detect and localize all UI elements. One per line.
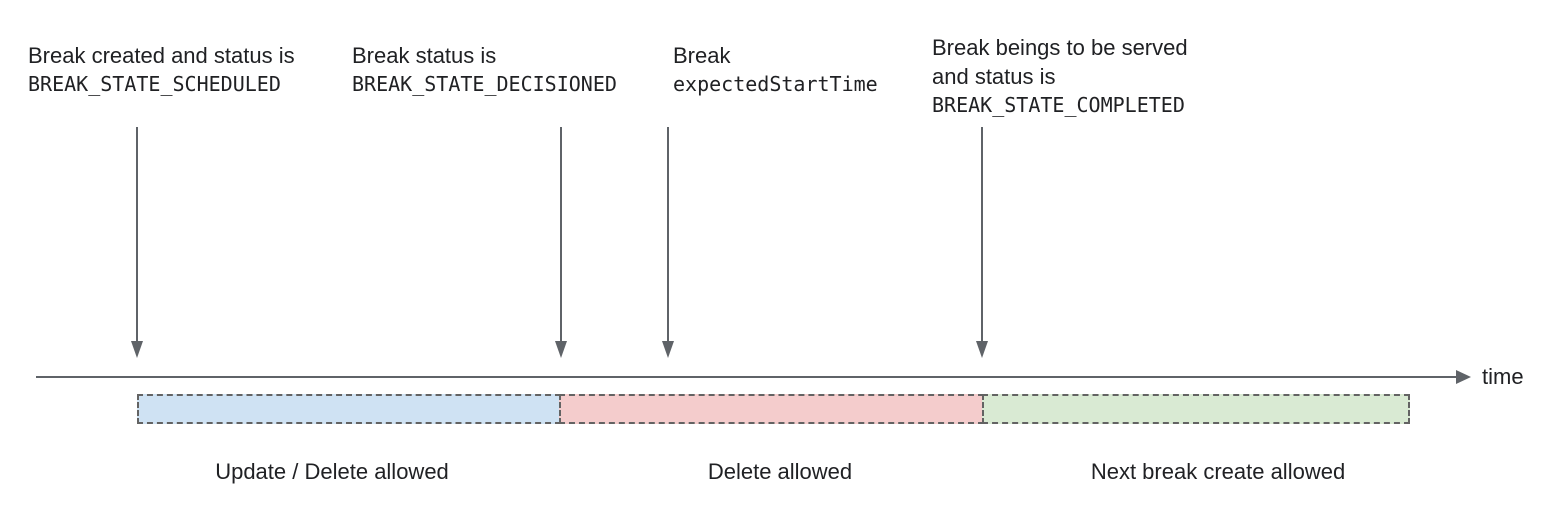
- time-axis-line: [36, 376, 1457, 378]
- segment-update-delete-allowed: [137, 394, 561, 424]
- annotation-break-decisioned: Break status is BREAK_STATE_DECISIONED: [352, 41, 617, 99]
- annotation-expected-start-time: Break expectedStartTime: [673, 41, 878, 99]
- down-arrow-icon: [131, 127, 143, 358]
- arrow-stem: [667, 127, 669, 343]
- annotation-text: Break created and status is: [28, 43, 295, 68]
- annotation-code-text: BREAK_STATE_DECISIONED: [352, 72, 617, 96]
- arrowhead: [976, 341, 988, 358]
- arrowhead: [555, 341, 567, 358]
- annotation-text: Break status is: [352, 43, 497, 68]
- segment-delete-allowed: [559, 394, 984, 424]
- arrow-stem: [136, 127, 138, 343]
- arrow-stem: [981, 127, 983, 343]
- annotation-code-text: BREAK_STATE_SCHEDULED: [28, 72, 281, 96]
- time-axis-label: time: [1482, 364, 1524, 389]
- annotation-code-text: expectedStartTime: [673, 72, 878, 96]
- down-arrow-icon: [662, 127, 674, 358]
- down-arrow-icon: [555, 127, 567, 358]
- right-arrow-icon: [1456, 370, 1471, 384]
- annotation-break-scheduled: Break created and status is BREAK_STATE_…: [28, 41, 295, 99]
- segment-label: Next break create allowed: [1090, 459, 1346, 484]
- annotation-break-completed: Break beings to be served and status is …: [932, 33, 1188, 120]
- annotation-text: and status is: [932, 64, 1056, 89]
- arrowhead: [662, 341, 674, 358]
- annotation-text: Break: [673, 43, 731, 68]
- segment-label: Delete allowed: [707, 459, 853, 484]
- arrowhead: [131, 341, 143, 358]
- arrow-stem: [560, 127, 562, 343]
- segment-label: Update / Delete allowed: [215, 459, 449, 484]
- segment-next-break-create-allowed: [982, 394, 1410, 424]
- annotation-code-text: BREAK_STATE_COMPLETED: [932, 93, 1185, 117]
- down-arrow-icon: [976, 127, 988, 358]
- annotation-text: Break beings to be served: [932, 35, 1188, 60]
